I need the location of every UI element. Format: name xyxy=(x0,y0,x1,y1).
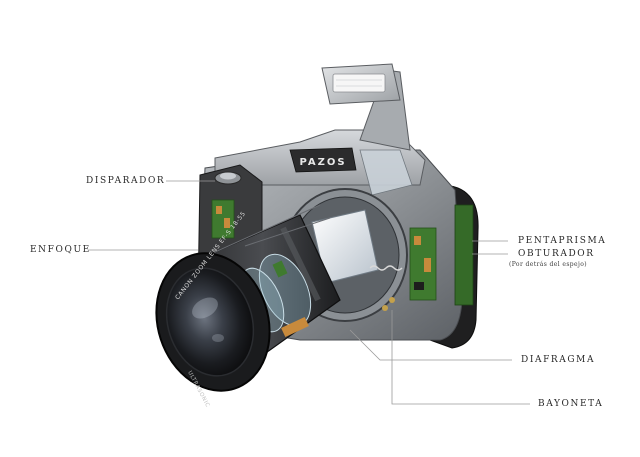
leader-bayoneta xyxy=(391,310,530,405)
brand-plate xyxy=(289,147,357,173)
brand-name: PAZOS xyxy=(299,157,346,168)
label-enfoque: ENFOQUE xyxy=(30,245,91,255)
label-diafragma: DIAFRAGMA xyxy=(521,355,596,365)
label-bayoneta: BAYONETA xyxy=(538,399,604,409)
aperture-spring xyxy=(369,265,403,271)
rear-pcb xyxy=(454,204,474,306)
label-obturador: OBTURADOR xyxy=(518,249,595,259)
label-obturador-note: (Por detrás del espejo) xyxy=(509,261,588,268)
flash-window xyxy=(332,73,386,93)
label-disparador: DISPARADOR xyxy=(86,176,166,186)
front-lens-glass xyxy=(165,267,255,377)
leader-diafragma xyxy=(349,329,512,361)
leader-lines xyxy=(88,180,530,405)
label-pentaprisma: PENTAPRISMA xyxy=(518,236,607,246)
pentaprism xyxy=(359,149,413,196)
